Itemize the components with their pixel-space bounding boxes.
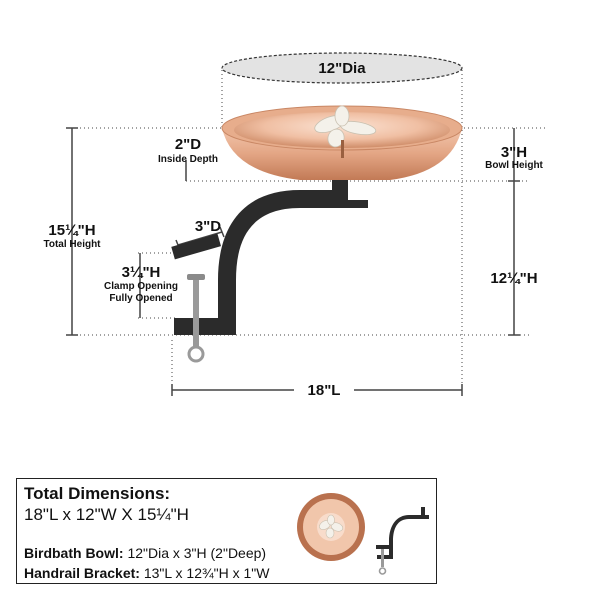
bracket-height-label: 12¼"H xyxy=(490,270,538,287)
clamp-opening-caption-1: Clamp Opening xyxy=(104,281,178,292)
total-height-caption: Total Height xyxy=(43,239,101,250)
bowl-thumbnail xyxy=(297,493,365,561)
total-dimensions-value: 18"L x 12"W X 15¼"H xyxy=(24,505,189,524)
birdbath-bowl-label: Birdbath Bowl: xyxy=(24,545,124,561)
birdbath-bowl-value: 12"Dia x 3"H (2"Deep) xyxy=(127,545,267,561)
diameter-ellipse xyxy=(221,52,463,84)
bracket-thumbnail xyxy=(376,507,429,575)
total-dimensions-box: Total Dimensions: 18"L x 12"W X 15¼"H Bi… xyxy=(16,478,437,584)
handrail-bracket-spec: Handrail Bracket: 13"L x 12¾"H x 1"W xyxy=(24,565,270,581)
total-dimensions-title: Total Dimensions: xyxy=(24,484,171,503)
total-height-label: 15¼"H xyxy=(48,222,96,239)
handrail-bracket-value: 13"L x 12¾"H x 1"W xyxy=(143,565,270,581)
bowl-height-caption: Bowl Height xyxy=(485,160,543,171)
diameter-label: 12"Dia xyxy=(318,60,366,77)
bowl-height-label: 3"H xyxy=(500,144,528,161)
inside-depth-label: 2"D xyxy=(174,136,202,153)
clamp-opening-label: 3¼"H xyxy=(121,264,161,281)
clamp-depth-label: 3"D xyxy=(194,218,222,235)
birdbath-bowl-spec: Birdbath Bowl: 12"Dia x 3"H (2"Deep) xyxy=(24,545,266,561)
handrail-bracket xyxy=(171,178,368,363)
length-label: 18"L xyxy=(307,382,341,399)
flower-ornament xyxy=(314,105,377,148)
handrail-bracket-label: Handrail Bracket: xyxy=(24,565,140,581)
copper-bowl xyxy=(221,105,463,180)
inside-depth-caption: Inside Depth xyxy=(157,154,218,165)
clamp-opening-caption-2: Fully Opened xyxy=(109,293,173,304)
product-dimension-diagram xyxy=(66,52,545,396)
